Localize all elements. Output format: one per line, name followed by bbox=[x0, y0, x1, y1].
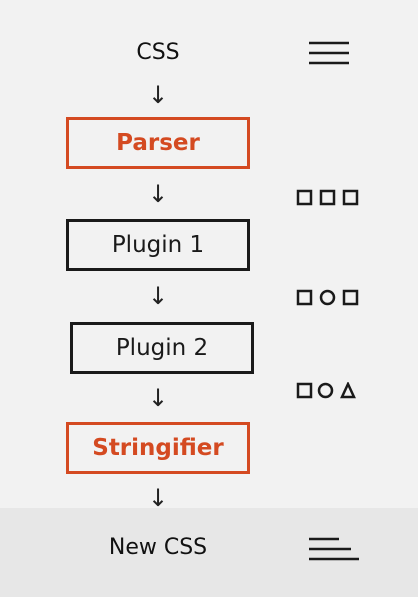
parser-label: Parser bbox=[116, 130, 200, 156]
arrow-down-icon: ↓ bbox=[148, 384, 169, 412]
plugin-1-label: Plugin 1 bbox=[111, 232, 205, 258]
stringifier-box: Stringifier bbox=[66, 422, 250, 474]
arrow-down-icon: ↓ bbox=[148, 180, 169, 208]
text-lines-ragged-icon bbox=[309, 537, 359, 561]
plugin-2-label: Plugin 2 bbox=[115, 335, 209, 361]
stringifier-label: Stringifier bbox=[92, 435, 224, 461]
plugin-2-box: Plugin 2 bbox=[70, 322, 254, 374]
arrow-down-icon: ↓ bbox=[148, 484, 169, 512]
parser-box: Parser bbox=[66, 117, 250, 169]
three-squares-icon bbox=[296, 189, 359, 206]
text-lines-icon bbox=[309, 41, 349, 65]
arrow-down-icon: ↓ bbox=[148, 81, 169, 109]
plugin-1-box: Plugin 1 bbox=[66, 219, 250, 271]
bottom-band bbox=[0, 508, 418, 597]
input-css-label: CSS bbox=[136, 40, 180, 65]
arrow-down-icon: ↓ bbox=[148, 282, 169, 310]
square-circle-square-icon bbox=[296, 289, 359, 306]
square-circle-triangle-icon bbox=[296, 382, 356, 399]
output-css-label: New CSS bbox=[108, 535, 208, 560]
